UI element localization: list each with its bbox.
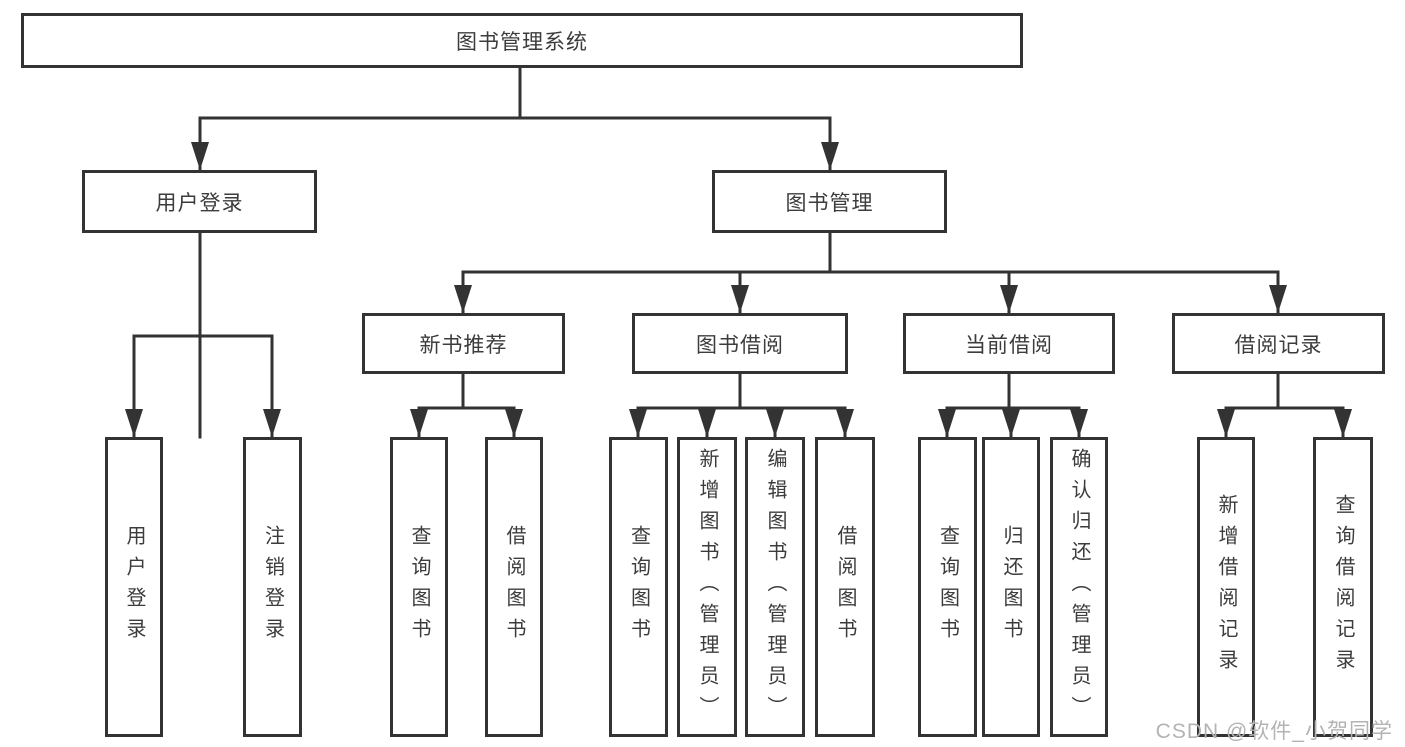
node-label: 编辑图书（管理员） — [764, 447, 786, 727]
arrow-down-icon — [263, 409, 281, 437]
arrow-down-icon — [191, 142, 209, 170]
arrow-down-icon — [938, 409, 956, 437]
arrowheads — [125, 142, 1352, 437]
node-new-book-recommend: 新书推荐 — [362, 313, 565, 374]
leaf-recommend-query-books: 查询图书 — [390, 437, 448, 737]
node-label: 图书借阅 — [696, 333, 784, 357]
node-label: 当前借阅 — [965, 333, 1053, 357]
arrow-down-icon — [629, 409, 647, 437]
node-label: 确认归还（管理员） — [1068, 447, 1090, 727]
arrow-down-icon — [731, 285, 749, 313]
node-label: 查询图书 — [936, 525, 959, 649]
node-label: 借阅图书 — [834, 525, 856, 649]
node-label: 注销登录 — [261, 525, 284, 649]
node-label: 用户登录 — [123, 525, 145, 649]
node-label: 查询图书 — [627, 525, 650, 649]
arrow-down-icon — [505, 409, 523, 437]
leaf-borrow-query-books: 查询图书 — [609, 437, 668, 737]
node-label: 新增图书（管理员） — [696, 447, 718, 727]
leaf-borrow-add-books-admin: 新增图书（管理员） — [677, 437, 737, 737]
arrow-down-icon — [1334, 409, 1352, 437]
leaf-borrow-edit-books-admin: 编辑图书（管理员） — [745, 437, 805, 737]
node-label: 图书管理 — [785, 191, 874, 215]
arrow-down-icon — [454, 285, 472, 313]
arrow-down-icon — [821, 142, 839, 170]
leaf-current-confirm-return-admin: 确认归还（管理员） — [1050, 437, 1108, 737]
arrow-down-icon — [1000, 285, 1018, 313]
node-label: 图书管理系统 — [456, 30, 588, 54]
arrow-down-icon — [1002, 409, 1020, 437]
leaf-borrow-borrow-books: 借阅图书 — [815, 437, 875, 737]
node-label: 查询图书 — [408, 525, 430, 649]
node-label: 归还图书 — [1000, 525, 1022, 649]
leaf-current-return-books: 归还图书 — [982, 437, 1040, 737]
node-label: 查询借阅记录 — [1332, 494, 1354, 680]
arrow-down-icon — [836, 409, 854, 437]
arrow-down-icon — [125, 409, 143, 437]
node-user-login: 用户登录 — [82, 170, 317, 233]
node-borrow-records: 借阅记录 — [1172, 313, 1385, 374]
node-book-borrow: 图书借阅 — [632, 313, 848, 374]
connector-recommend-split — [417, 372, 516, 439]
node-label: 借阅记录 — [1234, 333, 1323, 357]
csdn-watermark: CSDN @软件_小贺同学 — [1155, 720, 1393, 743]
node-library-system: 图书管理系统 — [21, 13, 1023, 68]
node-book-management: 图书管理 — [712, 170, 947, 233]
arrow-down-icon — [1217, 409, 1235, 437]
leaf-current-query-books: 查询图书 — [918, 437, 977, 737]
leaf-user-login: 用户登录 — [105, 437, 163, 737]
connector-borrow-split — [636, 372, 847, 439]
connector-book-mgmt-split — [461, 231, 1280, 315]
leaf-records-add-record: 新增借阅记录 — [1197, 437, 1255, 737]
leaf-records-query-record: 查询借阅记录 — [1313, 437, 1373, 737]
connector-records-split — [1224, 372, 1345, 439]
arrow-down-icon — [698, 409, 716, 437]
arrow-down-icon — [410, 409, 428, 437]
node-label: 新增借阅记录 — [1215, 494, 1237, 680]
leaf-logout: 注销登录 — [243, 437, 302, 737]
connector-user-login-split — [132, 231, 274, 439]
node-label: 用户登录 — [155, 191, 244, 215]
leaf-recommend-borrow-books: 借阅图书 — [485, 437, 543, 737]
connector-root — [198, 66, 832, 439]
arrow-down-icon — [766, 409, 784, 437]
arrow-down-icon — [1070, 409, 1088, 437]
node-current-borrow: 当前借阅 — [903, 313, 1115, 374]
node-label: 借阅图书 — [503, 525, 525, 649]
node-label: 新书推荐 — [419, 333, 508, 357]
connector-root-split — [198, 66, 832, 172]
arrow-down-icon — [1269, 285, 1287, 313]
